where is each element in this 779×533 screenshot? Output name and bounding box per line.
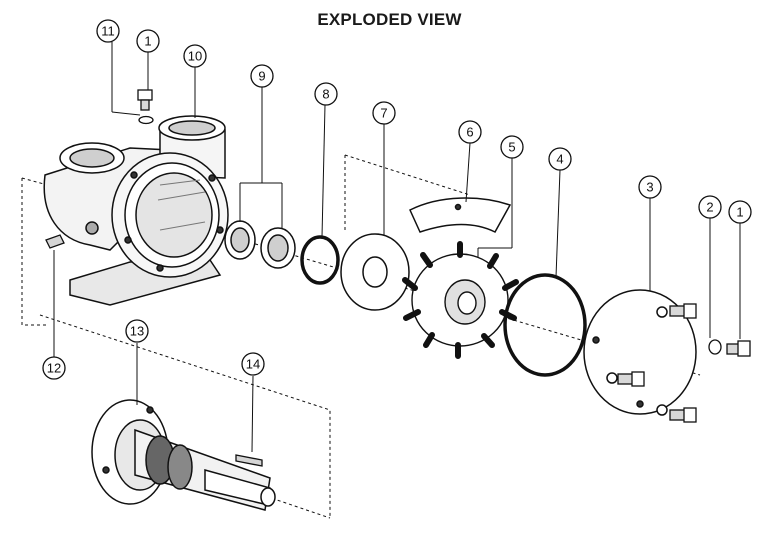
large-o-ring xyxy=(503,273,587,377)
callout-11: 11 xyxy=(101,24,115,39)
callout-8: 8 xyxy=(322,87,329,102)
diagram-title: EXPLODED VIEW xyxy=(317,10,462,29)
callout-1-right: 1 xyxy=(736,205,743,220)
callout-4: 4 xyxy=(556,152,563,167)
callout-9: 9 xyxy=(258,69,265,84)
callout-13: 13 xyxy=(130,324,144,339)
callout-7: 7 xyxy=(380,106,387,121)
callout-6: 6 xyxy=(466,125,473,140)
end-cover xyxy=(583,289,697,416)
seal-rings xyxy=(224,220,296,269)
callout-12: 12 xyxy=(47,361,61,376)
callout-10: 10 xyxy=(188,49,202,64)
right-screw xyxy=(708,339,751,357)
callout-1-top: 1 xyxy=(144,34,151,49)
leader-lines xyxy=(53,42,741,453)
top-screw xyxy=(137,89,154,125)
callout-labels: 11 1 10 9 8 7 6 5 4 3 2 1 12 13 14 xyxy=(47,24,744,376)
small-o-ring xyxy=(300,235,340,285)
shaft-key xyxy=(235,454,263,467)
impeller xyxy=(402,241,519,359)
shaft-assembly xyxy=(91,399,276,511)
callout-3: 3 xyxy=(646,180,653,195)
cam-plate xyxy=(409,197,512,233)
callout-2: 2 xyxy=(706,200,713,215)
wear-plate xyxy=(340,233,410,311)
callout-14: 14 xyxy=(246,357,260,372)
cover-screws xyxy=(617,303,697,423)
drain-plug xyxy=(45,234,65,249)
callout-5: 5 xyxy=(508,140,515,155)
callout-circles xyxy=(42,19,752,380)
pump-body xyxy=(43,115,229,306)
